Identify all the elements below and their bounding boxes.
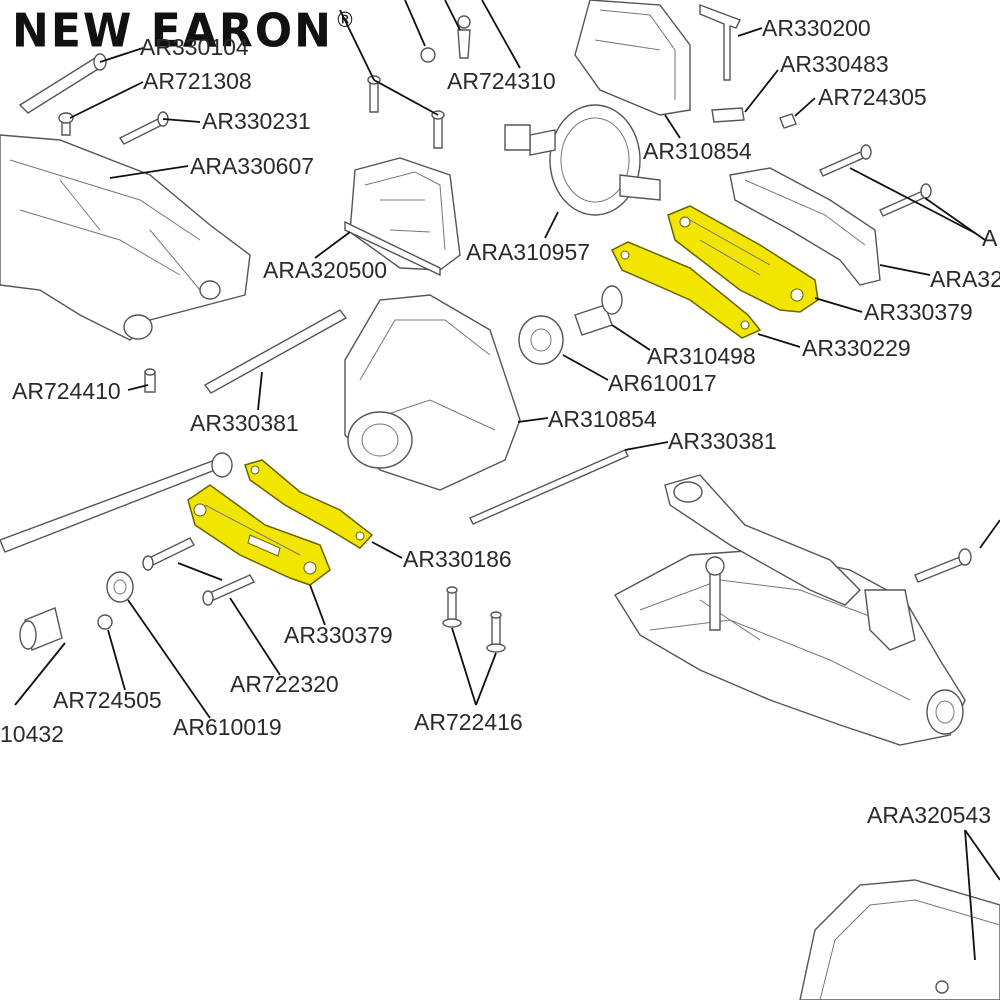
gearbox-housing [344,294,521,491]
screw-ar330231 [118,111,169,145]
differential-ara310957 [504,104,661,216]
hinge-pin-ar330104 [18,53,107,114]
label-ar310854-top: AR310854 [643,138,752,164]
part-ar724305 [779,113,797,129]
label-ar330200: AR330200 [762,15,871,41]
drive-shaft-left [0,452,233,553]
pin-ar722320-a [142,537,195,571]
label-ar330483: AR330483 [780,51,889,77]
label-ar724305: AR724305 [818,84,927,110]
label-ar721308: AR721308 [143,68,252,94]
bearing-ar610019 [106,571,134,603]
label-10432-partial: 10432 [0,721,64,747]
label-ara330607: ARA330607 [190,153,315,179]
label-ara32-partial: ARA32 [930,266,1000,292]
pin-right-edge [914,548,972,583]
label-ar722416: AR722416 [414,709,523,735]
bulkhead-ara320500 [344,157,461,277]
left-suspension-arm [0,134,251,341]
spacer-ar724410 [144,368,156,393]
label-ar330104: AR330104 [140,34,249,60]
bearing-ar610017 [518,315,564,365]
registered-mark: ® [334,6,357,33]
label-ar330379-top: AR330379 [864,299,973,325]
label-ar310854-mid: AR310854 [548,406,657,432]
label-ar310498: AR310498 [647,343,756,369]
label-ar330229: AR330229 [802,335,911,361]
shaft-ar330381-left [203,309,348,394]
pins-right [819,144,932,217]
bumper-ara320543 [799,879,1000,1000]
leader-lines [14,0,1000,961]
label-ar330381-right: AR330381 [668,428,777,454]
cup-10432 [19,607,63,651]
label-ar610017: AR610017 [608,370,717,396]
right-suspension-arm [614,474,966,746]
pinion-ar310498 [574,285,623,336]
label-ar330381-left: AR330381 [190,410,299,436]
label-ar330231: AR330231 [202,108,311,134]
gearbox-cover [574,0,691,116]
screw-ar721308 [58,112,74,136]
label-ar724310: AR724310 [447,68,556,94]
label-a-partial: A [982,225,998,251]
brand-logo: NEW EARON® [12,6,357,55]
label-ar610019: AR610019 [173,714,282,740]
label-ar330379-bottom: AR330379 [284,622,393,648]
part-ar330483 [711,107,745,123]
label-ara320500: ARA320500 [263,257,388,283]
label-ara310957: ARA310957 [466,239,591,265]
label-ar722320: AR722320 [230,671,339,697]
label-ar330186: AR330186 [403,546,512,572]
hinge-brace-ar330379-bottom [187,484,331,586]
pin-ar722320-b [202,574,255,606]
ball-stud [420,15,471,63]
shaft-ar330381-right [469,449,629,525]
label-ar724410: AR724410 [12,378,121,404]
hinge-plate-ar330186 [244,459,374,549]
hinge-plate-ar330229 [610,241,762,339]
label-ar724505: AR724505 [53,687,162,713]
part-ar724505 [97,614,113,630]
brand-name: NEW EARON [12,4,333,59]
pin-ar330200 [699,3,741,81]
hinge-brace-ar330379-top [667,205,819,313]
screws-ar722416 [442,586,506,653]
label-ara320543: ARA320543 [867,802,992,828]
brace-ara32 [729,167,881,286]
